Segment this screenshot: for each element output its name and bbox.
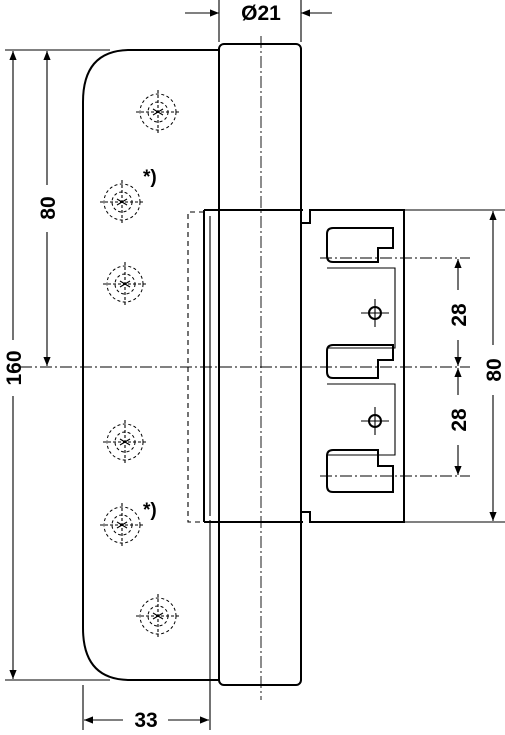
- diameter-label: Ø21: [241, 2, 281, 25]
- frame-part: [300, 209, 405, 523]
- hinge-leaf: [82, 49, 219, 681]
- screw-holes: [99, 89, 181, 639]
- screw-hole-6: [135, 593, 181, 639]
- total-height-dimension: 160: [3, 49, 110, 681]
- width-dimension: 33: [82, 520, 211, 732]
- upper-height-dimension: 80: [37, 51, 60, 366]
- upper-height-label: 80: [37, 196, 60, 219]
- screw-hole-4: [102, 419, 148, 465]
- frame-height-dimension: 80: [404, 209, 505, 523]
- pitch-upper-label: 28: [448, 303, 471, 327]
- asterisk-note-upper: *): [143, 167, 157, 188]
- screw-hole-1: [135, 89, 181, 135]
- total-height-label: 160: [3, 350, 26, 385]
- screw-hole-5: [99, 502, 145, 548]
- width-label: 33: [134, 709, 157, 730]
- diameter-dimension: Ø21: [185, 0, 332, 42]
- screw-hole-2: [99, 179, 145, 225]
- screw-hole-3: [102, 261, 148, 307]
- asterisk-note-lower: *): [143, 500, 157, 521]
- hinge-barrel: [203, 36, 303, 700]
- pitch-dimensions: 28 28: [448, 259, 471, 475]
- frame-height-label: 80: [483, 358, 505, 381]
- pitch-lower-label: 28: [448, 408, 471, 432]
